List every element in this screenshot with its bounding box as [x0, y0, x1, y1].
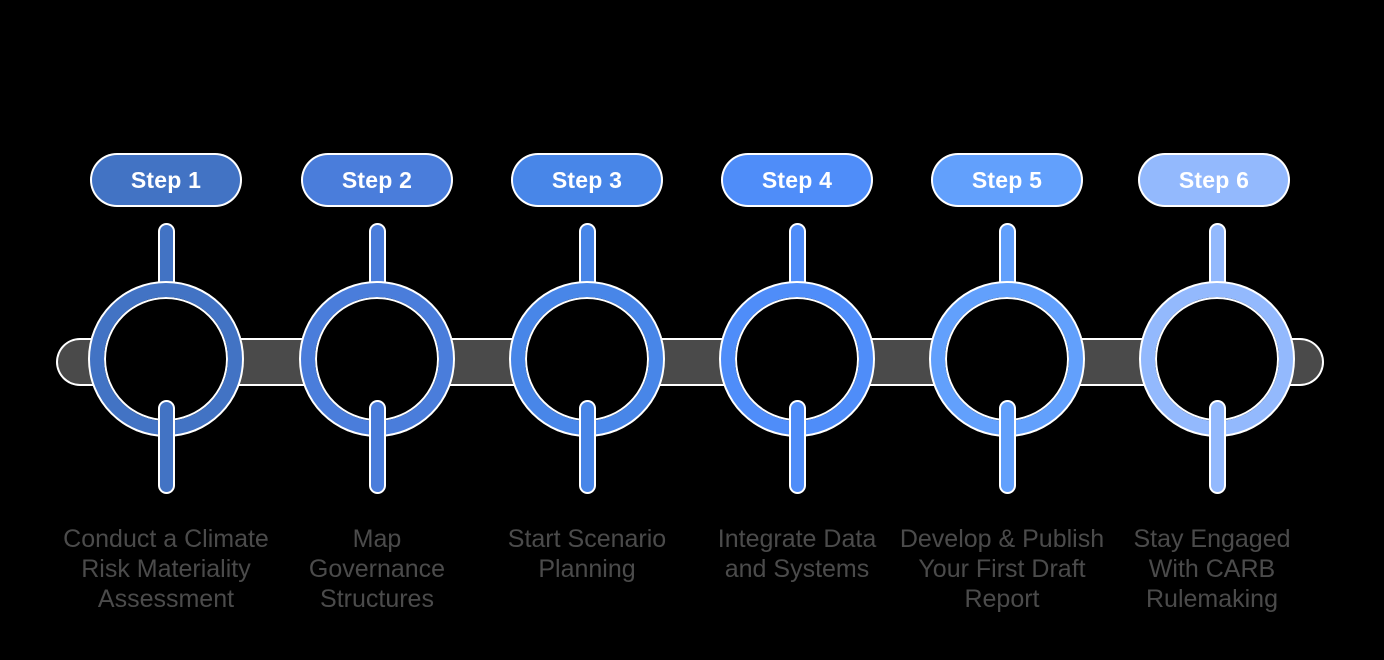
node-stem-bottom-5: [1000, 402, 1014, 492]
step-caption-5: Develop & Publish Your First Draft Repor…: [899, 525, 1105, 613]
timeline-track-bar: [58, 340, 1322, 384]
step-caption-1: Conduct a Climate Risk Materiality Asses…: [63, 525, 269, 613]
timeline-node-1[interactable]: [90, 225, 242, 492]
step-pill-label-2: Step 2: [341, 166, 413, 193]
step-pill-label-3: Step 3: [551, 166, 623, 193]
timeline-node-3[interactable]: [511, 225, 663, 492]
timeline-node-6[interactable]: [1141, 225, 1293, 492]
timeline-node-4[interactable]: [721, 225, 873, 492]
step-pill-row: Step 1 Step 2 Step 3 Step 4 Step 5 Step …: [0, 155, 1384, 207]
node-stem-bottom-4: [790, 402, 804, 492]
step-pill-label-5: Step 5: [971, 166, 1043, 193]
step-pill-label-4: Step 4: [761, 166, 833, 193]
step-pill-label-6: Step 6: [1178, 166, 1250, 193]
step-pill-6[interactable]: Step 6: [1140, 155, 1288, 205]
step-pill-2[interactable]: Step 2: [303, 155, 451, 205]
step-caption-4: Integrate Data and Systems: [717, 525, 877, 583]
node-stem-bottom-3: [580, 402, 594, 492]
node-stem-bottom-1: [159, 402, 173, 492]
step-pill-1[interactable]: Step 1: [92, 155, 240, 205]
step-pill-5[interactable]: Step 5: [933, 155, 1081, 205]
node-stem-bottom-6: [1210, 402, 1224, 492]
step-caption-2: Map Governance Structures: [308, 525, 446, 613]
node-stem-bottom-2: [370, 402, 384, 492]
step-caption-6: Stay Engaged With CARB Rulemaking: [1133, 525, 1291, 613]
step-pill-4[interactable]: Step 4: [723, 155, 871, 205]
timeline-node-2[interactable]: [301, 225, 453, 492]
step-pill-label-1: Step 1: [130, 166, 202, 193]
step-pill-3[interactable]: Step 3: [513, 155, 661, 205]
step-caption-3: Start Scenario Planning: [507, 525, 667, 583]
timeline-node-5[interactable]: [931, 225, 1083, 492]
